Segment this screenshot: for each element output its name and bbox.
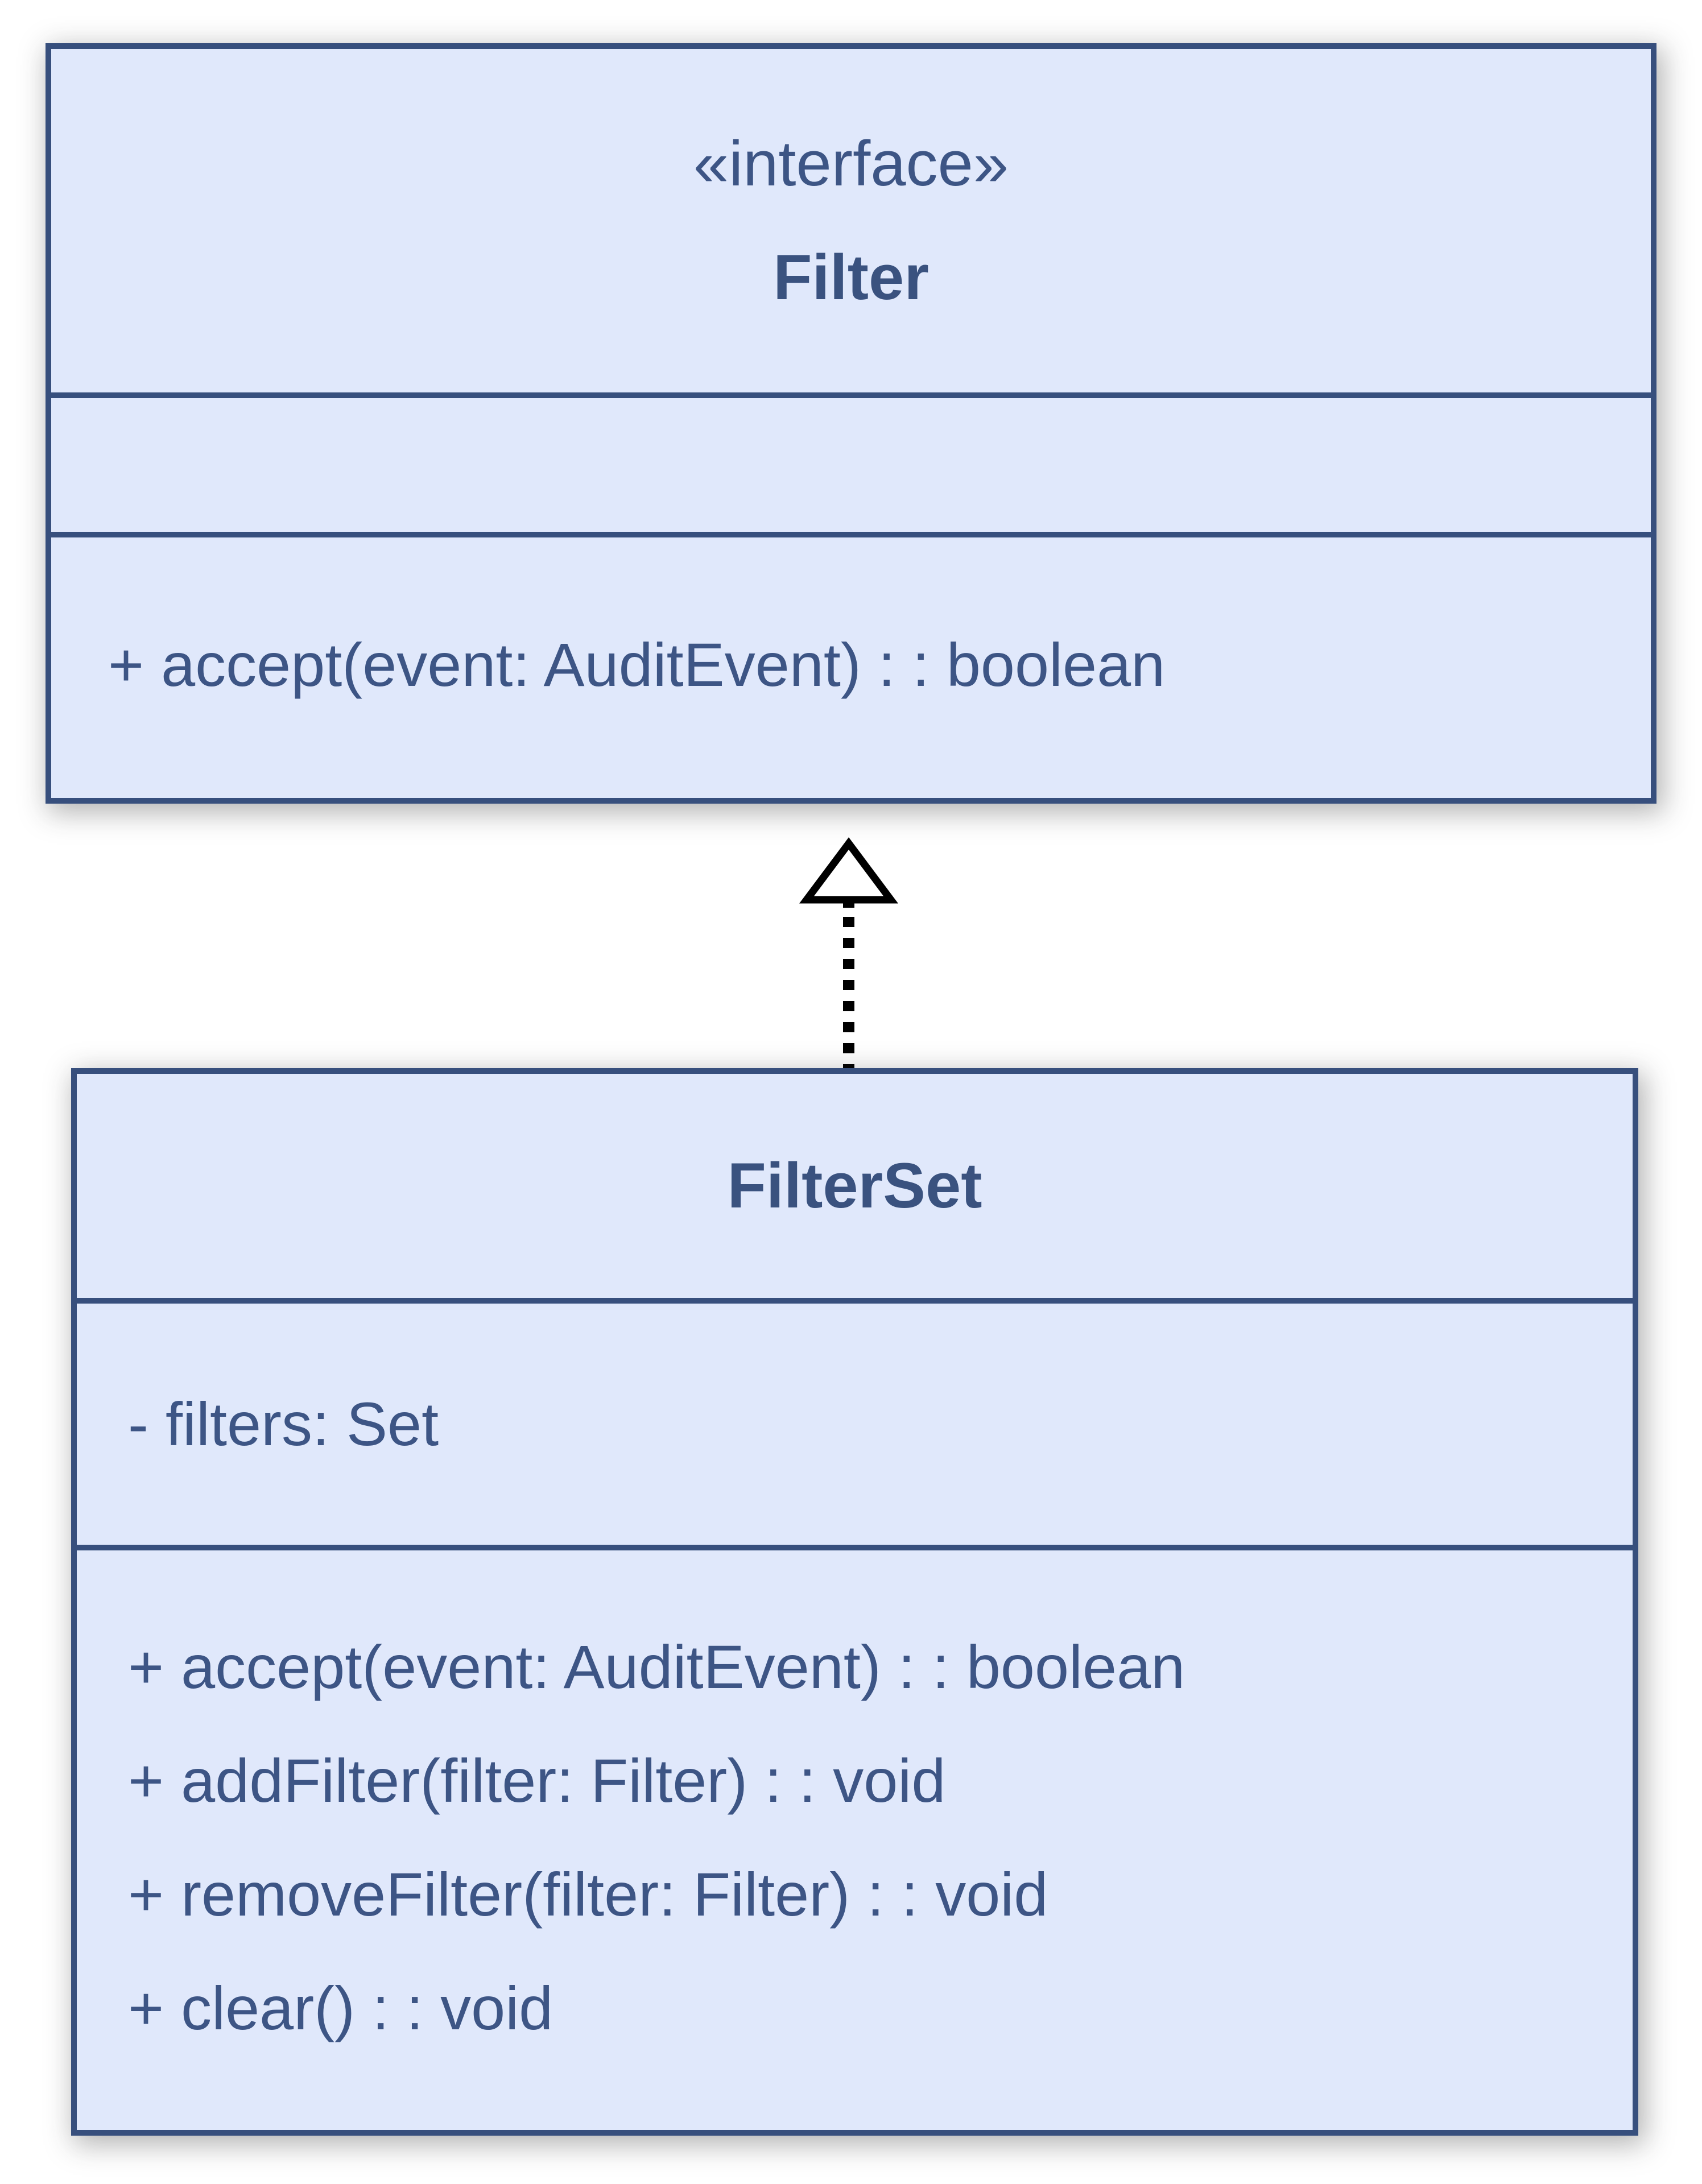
class-methods-compartment: + accept(event: AuditEvent) : : boolean … <box>77 1550 1633 2124</box>
interface-attributes-compartment <box>51 398 1651 537</box>
method-item: + accept(event: AuditEvent) : : boolean <box>108 630 1166 699</box>
hollow-triangle-icon <box>799 837 898 904</box>
class-attributes-compartment: - filters: Set <box>77 1304 1633 1550</box>
method-item: + accept(event: AuditEvent) : : boolean <box>128 1632 1185 1701</box>
method-item: + removeFilter(filter: Filter) : : void <box>128 1859 1048 1929</box>
class-title-compartment: FilterSet <box>77 1074 1633 1304</box>
realization-arrow <box>799 837 898 1068</box>
method-item: + clear() : : void <box>128 1973 553 2042</box>
interface-box: «interface» Filter + accept(event: Audit… <box>46 43 1656 804</box>
class-name: FilterSet <box>727 1150 982 1221</box>
interface-title-compartment: «interface» Filter <box>51 49 1651 398</box>
stereotype-label: «interface» <box>693 128 1009 199</box>
arrow-stem <box>843 899 854 908</box>
attribute-item: - filters: Set <box>128 1389 439 1458</box>
interface-methods-compartment: + accept(event: AuditEvent) : : boolean <box>51 537 1651 792</box>
class-box: FilterSet - filters: Set + accept(event:… <box>71 1068 1638 2136</box>
method-item: + addFilter(filter: Filter) : : void <box>128 1745 946 1815</box>
interface-name: Filter <box>773 242 929 313</box>
